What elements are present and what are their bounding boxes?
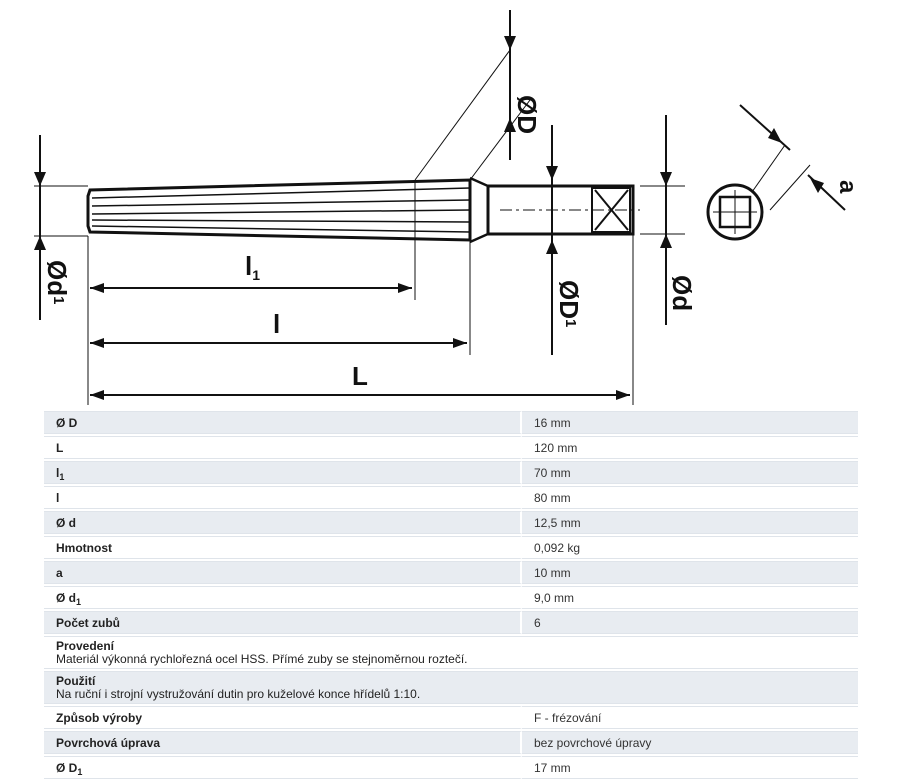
spec-value: 9,0 mm [522,586,858,609]
spec-label: L [56,440,64,455]
spec-label-cell: Ø D1 [44,756,522,779]
spec-row: Ø D 16 mm [44,411,858,434]
spec-value: 16 mm [522,411,858,434]
spec-label-cell: l1 [44,461,522,484]
label-D1: ØD1 [554,280,584,327]
spec-label-subscript: 1 [76,596,82,607]
spec-label-cell: Způsob výroby [44,706,522,729]
spec-value: 10 mm [522,561,858,584]
label-L: L [352,361,368,391]
spec-label: Ø d [56,590,76,605]
spec-label: Povrchová úprava [56,735,161,750]
label-a: a [834,180,861,194]
spec-value: 12,5 mm [522,511,858,534]
spec-row: Povrchová úprava bez povrchové úpravy [44,731,858,754]
spec-row: Způsob výroby F - frézování [44,706,858,729]
spec-row: l 80 mm [44,486,858,509]
spec-value: 120 mm [522,436,858,459]
spec-row: Hmotnost 0,092 kg [44,536,858,559]
spec-label-cell: Ø D [44,411,522,434]
spec-label: Použití [56,673,96,688]
spec-row: Ø d 12,5 mm [44,511,858,534]
spec-label-cell: Ø d1 [44,586,522,609]
spec-value: 6 [522,611,858,634]
spec-label: Ø D [56,760,78,775]
label-l1: l1 [245,251,260,283]
spec-value: 80 mm [522,486,858,509]
spec-row: Počet zubů 6 [44,611,858,634]
label-D: ØD [512,95,542,134]
spec-row: L 120 mm [44,436,858,459]
spec-label: Ø d [56,515,76,530]
label-d1: Ød1 [42,260,72,304]
spec-label: Hmotnost [56,540,112,555]
spec-value: Materiál výkonná rychlořezná ocel HSS. P… [56,651,468,666]
label-l: l [273,309,280,339]
spec-label: l [56,465,60,480]
spec-label-cell: a [44,561,522,584]
spec-label-cell: l [44,486,522,509]
spec-label-cell: Ø d [44,511,522,534]
spec-label: Způsob výroby [56,710,143,725]
reamer-technical-drawing: ØD ØD1 Ød Ød1 l1 l L a [34,10,861,405]
spec-value: F - frézování [522,706,858,729]
reamer-end-view [706,183,764,241]
spec-label-cell: Povrchová úprava [44,731,522,754]
spec-value: Na ruční i strojní vystružování dutin pr… [56,686,421,701]
spec-label-cell: Hmotnost [44,536,522,559]
label-d: Ød [667,275,697,311]
spec-label-subscript: 1 [77,766,83,777]
spec-value: 70 mm [522,461,858,484]
spec-row: a 10 mm [44,561,858,584]
spec-label: Ø D [56,415,78,430]
spec-value: 0,092 kg [522,536,858,559]
spec-label: Počet zubů [56,615,121,630]
spec-value: 17 mm [522,756,858,779]
spec-label-cell: L [44,436,522,459]
spec-label-subscript: 1 [59,471,65,482]
spec-label: l [56,490,60,505]
spec-label-cell: Počet zubů [44,611,522,634]
spec-label: Provedení [56,638,115,653]
spec-label: a [56,565,63,580]
spec-value: bez povrchové úpravy [522,731,858,754]
